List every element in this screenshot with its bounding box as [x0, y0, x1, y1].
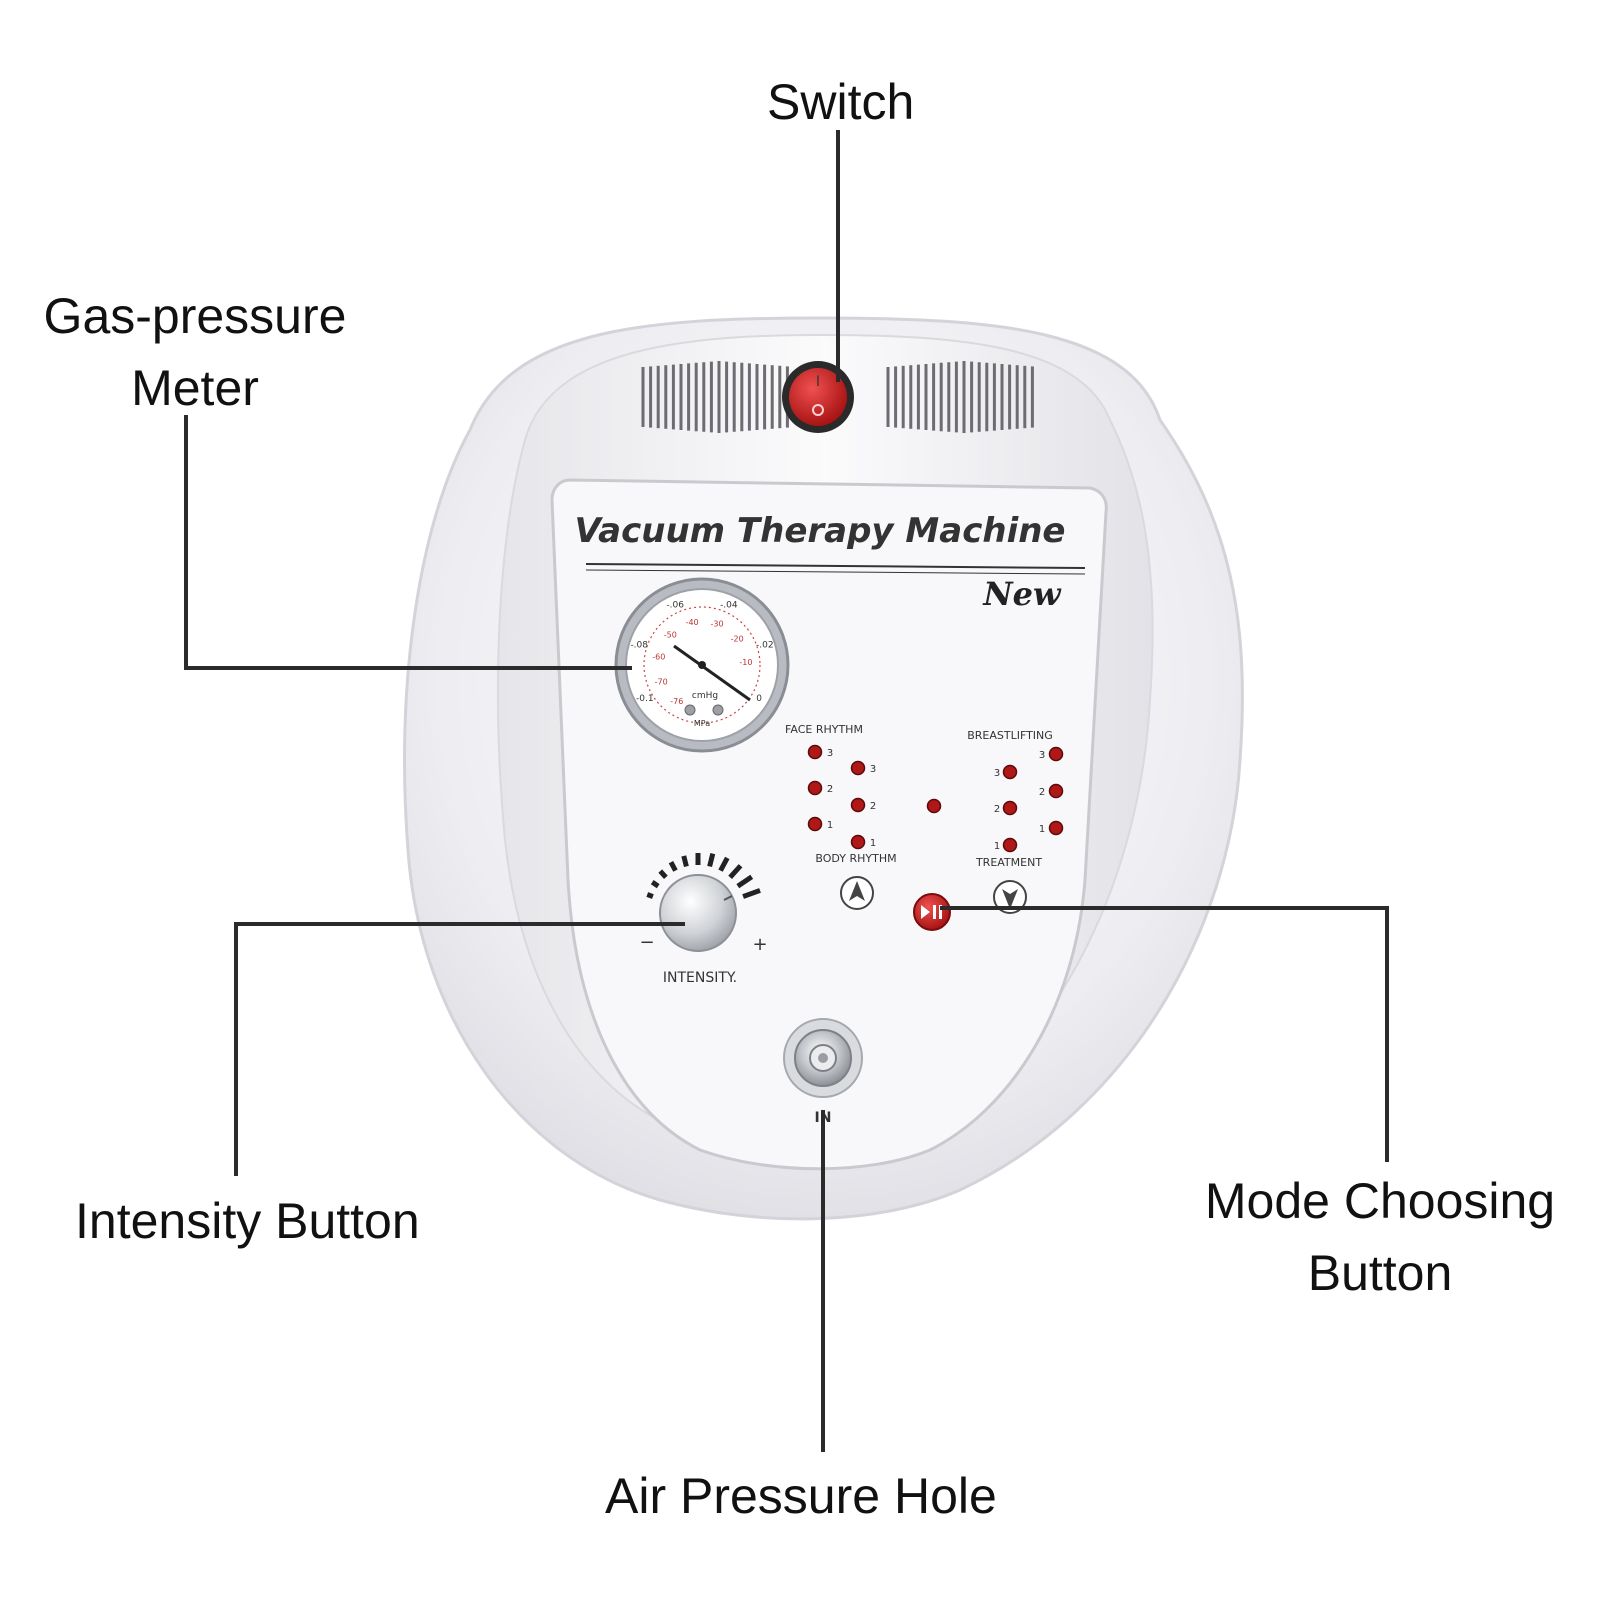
- mode-choosing-callout-line-2: Button: [1307, 1245, 1453, 1301]
- body-rhythm-led: [850, 760, 866, 776]
- intensity-leader: [234, 922, 685, 1176]
- intensity-button-callout-label: Intensity Button: [75, 1193, 420, 1249]
- face-rhythm-led: [807, 816, 823, 832]
- switch-on-mark: I: [816, 374, 820, 390]
- intensity-tick: [736, 874, 754, 889]
- gauge-outer-tick-label: -0.1: [636, 694, 654, 704]
- gauge-inner-tick-label: -20: [731, 635, 744, 644]
- led-level-number: 2: [827, 784, 833, 795]
- face-rhythm-led: [807, 780, 823, 796]
- air-pressure-hole[interactable]: [783, 1018, 863, 1098]
- led-level-number: 3: [827, 748, 833, 759]
- switch-off-mark: [812, 404, 824, 416]
- callout-lines: [184, 130, 1389, 1452]
- gauge-inner-scale: -76 -70 -60 -50 -40 -30 -20 -10: [652, 618, 752, 706]
- gas-pressure-meter-callout: Gas-pressure Meter: [30, 280, 360, 424]
- panel-subtitle: New: [982, 575, 1062, 613]
- gauge-outer-tick-label: -.04: [720, 601, 738, 611]
- gauge-inner-tick-label: -76: [670, 697, 683, 706]
- mode-up-button[interactable]: [840, 876, 874, 910]
- breastlifting-label: BREASTLIFTING: [967, 729, 1053, 742]
- intensity-tick: [742, 888, 761, 899]
- gauge-unit-mpa: MPa: [694, 719, 710, 728]
- body-rhythm-led: [850, 797, 866, 813]
- gauge-inner-tick-label: -40: [686, 618, 699, 627]
- gas-pressure-meter-callout-line-1: Gas-pressure: [43, 288, 347, 344]
- led-level-number: 3: [994, 768, 1000, 779]
- vent-left: [641, 361, 789, 433]
- center-led: [926, 798, 942, 814]
- gauge-outer-tick-label: -.02: [756, 641, 774, 651]
- led-level-number: 2: [870, 801, 876, 812]
- panel-title: Vacuum Therapy Machine: [574, 511, 1065, 551]
- led-level-number: 3: [870, 764, 876, 775]
- power-switch[interactable]: I: [782, 361, 854, 433]
- led-level-number: 2: [994, 804, 1000, 815]
- intensity-tick: [718, 856, 730, 872]
- led-level-number: 1: [870, 838, 876, 849]
- led-level-number: 2: [1039, 787, 1045, 798]
- gauge-inner-tick-label: -60: [652, 653, 665, 662]
- breastlifting-led: [1048, 783, 1064, 799]
- mode-leader: [940, 906, 1389, 1162]
- led-level-number: 1: [1039, 824, 1045, 835]
- intensity-tick: [681, 855, 689, 868]
- intensity-tick: [668, 860, 678, 872]
- intensity-tick: [646, 892, 654, 899]
- intensity-tick: [728, 864, 743, 880]
- body-rhythm-label: BODY RHYTHM: [815, 852, 896, 865]
- gauge-outer-tick-label: -.08: [630, 641, 648, 651]
- gauge-inner-tick-label: -10: [739, 658, 752, 667]
- treatment-led: [1002, 764, 1018, 780]
- gauge-unit-cmhg: cmHg: [692, 691, 718, 701]
- mode-choosing-button[interactable]: [913, 893, 951, 931]
- breastlifting-led: [1048, 820, 1064, 836]
- gas-pressure-meter: -0.1 -.08 -.06 -.04 -.02 0 -76 -70 -60 -50 -40 -30…: [614, 577, 790, 753]
- intensity-label: INTENSITY.: [663, 970, 737, 986]
- gauge-outer-scale: -0.1 -.08 -.06 -.04 -.02 0: [630, 601, 773, 704]
- switch-callout-label: Switch: [767, 74, 915, 130]
- panel-title-rule: [585, 563, 1086, 569]
- intensity-tick: [650, 880, 660, 889]
- mode-down-button[interactable]: [993, 880, 1027, 914]
- intensity-knob[interactable]: [646, 853, 761, 952]
- mode-choosing-callout-line-1: Mode Choosing: [1204, 1173, 1556, 1229]
- breastlifting-led: [1048, 746, 1064, 762]
- gauge-outer-tick-label: 0: [756, 694, 762, 704]
- treatment-led: [1002, 800, 1018, 816]
- gauge-inner-tick-label: -50: [664, 630, 677, 639]
- mode-choosing-button-callout: Mode Choosing Button: [1190, 1165, 1570, 1309]
- meter-leader: [184, 415, 632, 670]
- panel-title-rule-2: [585, 569, 1086, 575]
- intensity-scale-ticks: [646, 853, 761, 899]
- treatment-label: TREATMENT: [975, 856, 1042, 869]
- led-level-number: 1: [827, 820, 833, 831]
- gauge-needle: [673, 644, 751, 702]
- face-rhythm-led: [807, 744, 823, 760]
- gauge-inner-tick-label: -30: [711, 620, 724, 629]
- face-rhythm-label: FACE RHYTHM: [785, 723, 863, 736]
- intensity-minus: −: [639, 932, 654, 953]
- air-pressure-hole-callout-label: Air Pressure Hole: [605, 1468, 997, 1524]
- gas-pressure-meter-callout-line-2: Meter: [131, 360, 259, 416]
- led-indicators: [807, 744, 1064, 853]
- gauge-outer-tick-label: -.06: [666, 601, 684, 611]
- vent-right: [886, 361, 1034, 433]
- led-level-numbers: 1 2 3 1 2 3 1 2 3 1 2 3: [827, 748, 1045, 852]
- body-rhythm-led: [850, 834, 866, 850]
- led-level-number: 1: [994, 841, 1000, 852]
- intensity-tick: [658, 869, 668, 880]
- intensity-plus: +: [752, 934, 767, 955]
- gauge-inner-tick-label: -70: [655, 677, 668, 686]
- led-level-number: 3: [1039, 750, 1045, 761]
- treatment-led: [1002, 837, 1018, 853]
- intensity-tick: [707, 853, 716, 868]
